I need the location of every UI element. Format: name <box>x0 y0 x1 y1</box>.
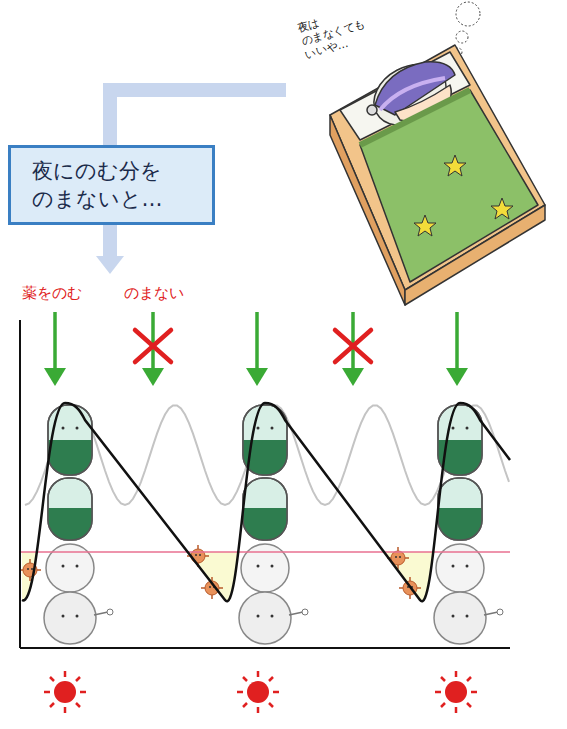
note-box: 夜にのむ分を のまないと… <box>8 145 215 225</box>
dose-label: 薬をのむ <box>22 284 82 303</box>
note-text: 夜にのむ分を のまないと… <box>32 157 192 214</box>
skip-label: のまない <box>124 284 184 303</box>
speech-text: 夜は のまなくても いいや… <box>296 0 390 62</box>
